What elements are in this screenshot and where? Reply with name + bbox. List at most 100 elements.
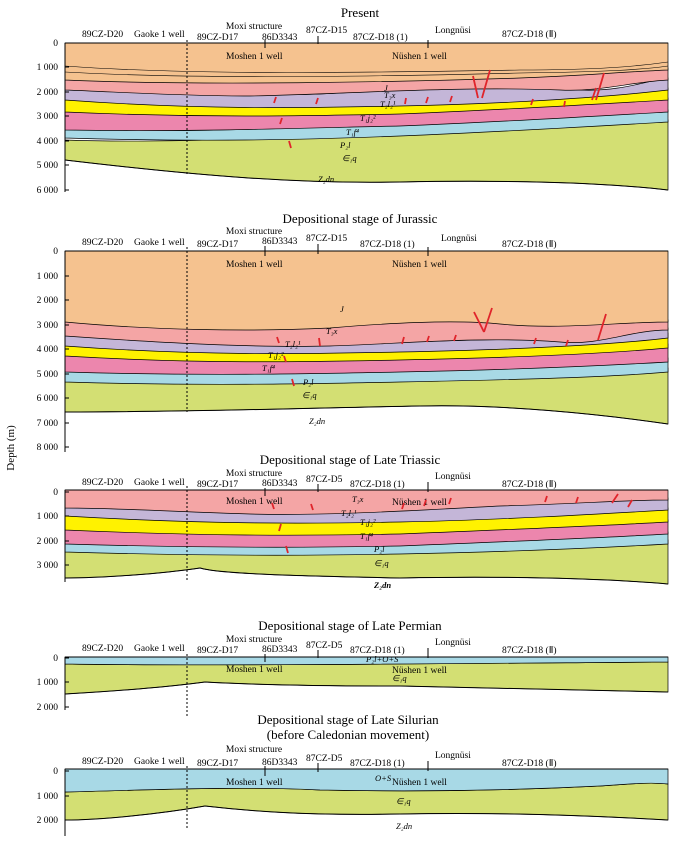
line-label-87cz-d18-1: 87CZ-D18 (1) — [360, 239, 415, 250]
line-label-87cz-d15: 87CZ-D15 — [306, 234, 347, 244]
well-label-moshen: Moshen 1 well — [226, 778, 283, 788]
line-label-89cz-d20: 89CZ-D20 — [82, 478, 123, 488]
base-line — [64, 805, 669, 821]
fault-line — [404, 97, 407, 105]
strata-label-j: J — [340, 304, 345, 314]
line-label-87cz-d18-1: 87CZ-D18 (1) — [350, 758, 405, 769]
fault-line — [285, 545, 289, 554]
strata-label-t1j: T₁j₂² — [268, 350, 284, 360]
strata-label-p: P₂l — [339, 140, 351, 150]
fault-line — [611, 493, 619, 504]
base-line — [64, 567, 669, 585]
strata-label-p: P₂l+O+S — [365, 654, 399, 664]
base-line — [64, 159, 669, 191]
line-label-longnusi: Longnüsi — [441, 234, 477, 244]
axis-ticks: 0 1 000 2 000 3 000 4 000 5 000 6 000 — [37, 39, 69, 196]
line-label-86d3343: 86D3343 — [262, 645, 298, 655]
panel-title: Depositional stage of Late Triassic — [260, 452, 441, 467]
layer-permian — [64, 656, 669, 666]
tick-label: 1 000 — [37, 678, 59, 688]
fault-line — [318, 337, 321, 347]
fault-line — [473, 311, 485, 333]
line-label-86d3343: 86D3343 — [262, 33, 298, 43]
well-label-nushen: Nüshen 1 well — [392, 498, 447, 508]
fault-line — [575, 496, 579, 504]
line-label-gaoke-1: Gaoke 1 well — [134, 30, 185, 40]
strata-label-cq: ∈₁q — [392, 673, 407, 683]
tick-label: 4 000 — [37, 345, 59, 355]
line-label-87cz-d18-1: 87CZ-D18 (1) — [350, 479, 405, 490]
strata-label-t1j: T₁j₂² — [360, 113, 376, 123]
structure-label: Moxi structure — [226, 469, 282, 479]
strata-label-cq: ∈₁q — [374, 558, 389, 568]
fault-line — [276, 336, 280, 344]
fault-line — [544, 495, 548, 503]
well-label-nushen: Nüshen 1 well — [392, 52, 447, 62]
strata-label-t3x: T₃x — [384, 90, 396, 100]
tick-label: 3 000 — [37, 321, 59, 331]
fault-line — [283, 355, 287, 363]
fault-line — [483, 307, 493, 333]
line-label-gaoke-1: Gaoke 1 well — [134, 644, 185, 654]
strata-label-cq: ∈₁q — [396, 796, 411, 806]
tick-label: 5 000 — [37, 161, 59, 171]
line-label-86d3343: 86D3343 — [262, 758, 298, 768]
line-label-89cz-d20: 89CZ-D20 — [82, 644, 123, 654]
tick-label: 0 — [53, 39, 58, 49]
tick-label: 8 000 — [37, 443, 59, 453]
base-line — [64, 681, 669, 695]
panel-present: Present Moxi structure 89CZ-D20 Gaoke 1 … — [37, 5, 669, 196]
line-label-87cz-d18-2: 87CZ-D18 (Ⅱ) — [502, 239, 557, 250]
line-label-gaoke-1: Gaoke 1 well — [134, 757, 185, 767]
line-label-87cz-d18-2: 87CZ-D18 (Ⅱ) — [502, 29, 557, 40]
fault-line — [565, 339, 569, 347]
panel-late-permian: Depositional stage of Late Permian Moxi … — [37, 618, 669, 716]
tick-label: 6 000 — [37, 186, 59, 196]
fault-line — [288, 140, 292, 149]
fault-line — [423, 499, 427, 507]
fault-line — [597, 313, 607, 341]
panel-late-triassic: Depositional stage of Late Triassic Moxi… — [37, 452, 669, 590]
line-label-longnusi: Longnüsi — [435, 472, 471, 482]
fault-line — [453, 334, 457, 342]
structure-label: Moxi structure — [226, 745, 282, 755]
line-label-89cz-d17: 89CZ-D17 — [197, 759, 238, 769]
tick-label: 3 000 — [37, 561, 59, 571]
strata-label-t1f: T₁f⁴ — [346, 127, 359, 137]
panel-title: Depositional stage of Late Permian — [258, 618, 442, 633]
tick-label: 0 — [53, 488, 58, 498]
line-label-87cz-d5: 87CZ-D5 — [306, 475, 343, 485]
strata-label-cq: ∈₁q — [302, 390, 317, 400]
strata-label-z: Z₂dn — [309, 416, 325, 426]
fault-line — [401, 502, 405, 510]
line-label-87cz-d18-2: 87CZ-D18 (Ⅱ) — [502, 645, 557, 656]
structure-label: Moxi structure — [226, 227, 282, 237]
faults — [271, 493, 633, 554]
line-label-gaoke-1: Gaoke 1 well — [134, 238, 185, 248]
fault-line — [563, 100, 566, 108]
fault-line — [481, 69, 491, 99]
tick-label: 0 — [53, 247, 58, 257]
line-label-89cz-d17: 89CZ-D17 — [197, 646, 238, 656]
fault-line — [279, 117, 283, 125]
line-label-89cz-d20: 89CZ-D20 — [82, 757, 123, 767]
strata-label-p: P₂l — [373, 544, 385, 554]
line-label-87cz-d15: 87CZ-D15 — [306, 26, 347, 36]
tick-label: 0 — [53, 767, 58, 777]
well-label-moshen: Moshen 1 well — [226, 665, 283, 675]
strata-label-cq: ∈₁q — [342, 153, 357, 163]
fault-line — [310, 503, 314, 511]
fault-line — [273, 96, 277, 104]
line-label-longnusi: Longnüsi — [435, 638, 471, 648]
fault-line — [627, 499, 633, 508]
fault-line — [530, 98, 534, 106]
fault-line — [595, 72, 605, 101]
fault-line — [448, 497, 452, 505]
structure-label: Moxi structure — [226, 22, 282, 32]
panel-title: Depositional stage of Jurassic — [283, 211, 438, 226]
line-label-87cz-d18-1: 87CZ-D18 (1) — [350, 645, 405, 656]
strata-label-t1f: T₁f⁴ — [262, 363, 275, 373]
line-label-86d3343: 86D3343 — [262, 479, 298, 489]
line-label-87cz-d5: 87CZ-D5 — [306, 641, 343, 651]
tick-label: 1 000 — [37, 792, 59, 802]
